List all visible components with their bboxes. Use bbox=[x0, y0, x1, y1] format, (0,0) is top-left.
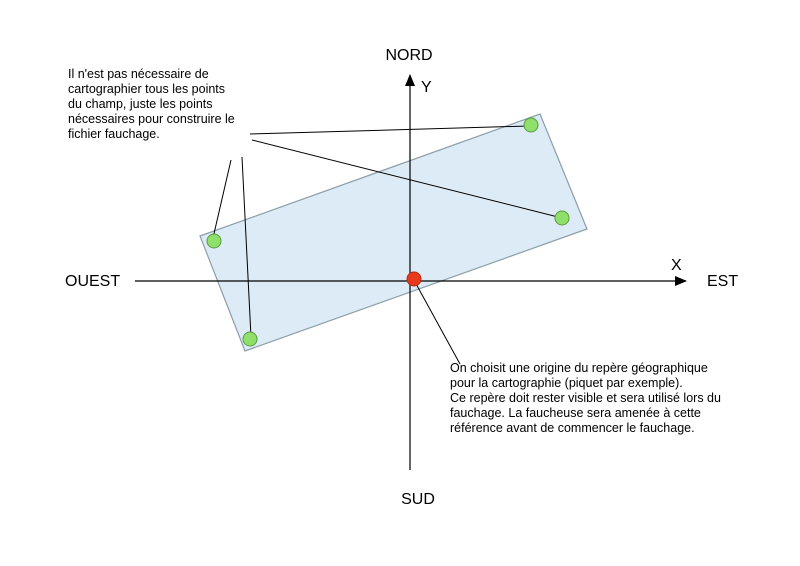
east-label: EST bbox=[707, 273, 738, 290]
field-point bbox=[206, 233, 222, 249]
origin-point bbox=[406, 271, 422, 287]
y-axis-label: Y bbox=[421, 79, 432, 96]
x-axis-label: X bbox=[671, 257, 682, 274]
origin-note: On choisit une origine du repère géograp… bbox=[450, 361, 721, 435]
north-label: NORD bbox=[385, 47, 432, 64]
leader-line-left-upper bbox=[212, 159, 232, 239]
field-point bbox=[523, 117, 539, 133]
leader-line-left-lower bbox=[241, 156, 252, 338]
leader-line-origin bbox=[414, 281, 461, 365]
field-point bbox=[554, 210, 570, 226]
leader-line-right-upper bbox=[249, 125, 529, 135]
field-area bbox=[199, 113, 588, 352]
south-label: SUD bbox=[401, 491, 435, 508]
west-label: OUEST bbox=[65, 273, 120, 290]
field-point bbox=[242, 331, 258, 347]
points-note: Il n'est pas nécessaire de cartographier… bbox=[68, 67, 235, 141]
leader-line-right-lower bbox=[251, 139, 559, 218]
